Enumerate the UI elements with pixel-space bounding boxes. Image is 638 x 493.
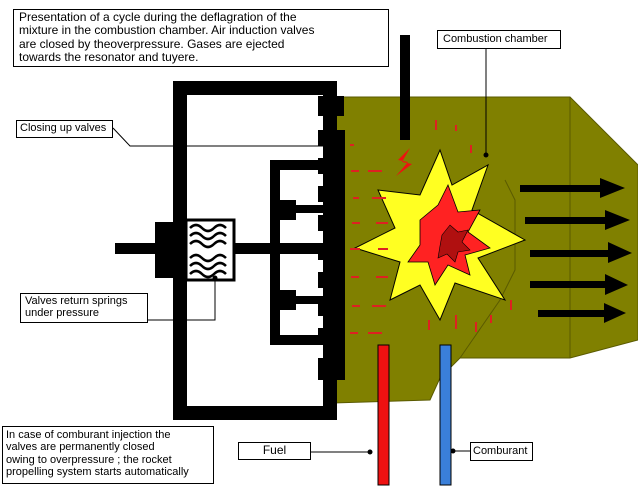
comburant-line bbox=[439, 344, 452, 486]
valve-arm-upper bbox=[292, 205, 332, 213]
exhaust-arrows bbox=[520, 178, 632, 323]
return-springs bbox=[189, 223, 227, 279]
leader-dots bbox=[212, 143, 489, 455]
explosion-core bbox=[437, 224, 471, 263]
fuel-line bbox=[377, 344, 390, 486]
spark-icon bbox=[396, 148, 412, 176]
valve-springs-label: Valves return springs under pressure bbox=[20, 293, 148, 323]
spark-plug bbox=[400, 35, 410, 140]
chamber-tuyere-edge bbox=[459, 179, 516, 359]
shaft-hub bbox=[155, 222, 183, 278]
fuel-label: Fuel bbox=[238, 442, 311, 460]
leader-lines bbox=[112, 48, 487, 453]
valve-arm-lower bbox=[292, 296, 332, 304]
caption-box: Presentation of a cycle during the defla… bbox=[13, 9, 389, 67]
pressure-marks bbox=[350, 120, 512, 334]
valve-stem-lower bbox=[280, 290, 296, 310]
combustion-chamber-label: Combustion chamber bbox=[437, 30, 561, 49]
closing-valves-label: Closing up valves bbox=[16, 120, 113, 138]
auto-start-note: In case of comburant injection the valve… bbox=[2, 426, 214, 484]
comburant-label: Comburant bbox=[470, 442, 533, 461]
